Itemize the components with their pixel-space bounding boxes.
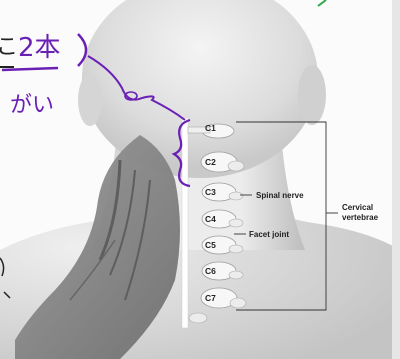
- cervical-label-line1: Cervical: [342, 203, 373, 212]
- vertebra-label-c2: C2: [205, 157, 216, 167]
- vertebra-label-c3: C3: [205, 187, 216, 197]
- vertebra-label-c4: C4: [205, 214, 216, 224]
- vertebra-label-c5: C5: [205, 240, 216, 250]
- vertebra-label-c7: C7: [205, 293, 216, 303]
- cropped-left-char: こ: [0, 35, 18, 60]
- vertebra-label-c6: C6: [205, 266, 216, 276]
- handwritten-text-gai: がい: [10, 93, 54, 118]
- right-page-edge: [392, 0, 400, 359]
- spinal-cord: [182, 118, 188, 328]
- vertebra-label-c1: C1: [205, 123, 216, 133]
- spinal-nerve-label: Spinal nerve: [256, 191, 304, 200]
- handwritten-text-2hon: 2本: [18, 33, 61, 63]
- left-ear: [78, 74, 102, 126]
- facet-joint-label: Facet joint: [249, 230, 289, 239]
- cervical-label-line2: vertebrae: [342, 213, 379, 222]
- right-ear: [298, 65, 326, 125]
